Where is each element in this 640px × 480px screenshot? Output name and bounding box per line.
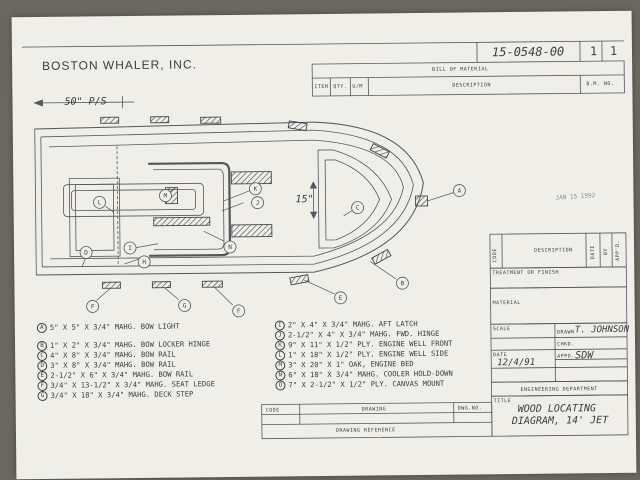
svg-text:I: I [128, 245, 132, 252]
callout-G [178, 299, 192, 312]
rev-appd-label: APP'D. [614, 239, 622, 261]
svg-text:L: L [98, 199, 102, 206]
technical-drawing: A B C D E F G F H I J K L M N [21, 40, 629, 440]
appd-value: SDW [575, 350, 594, 362]
callout-D [79, 246, 93, 259]
svg-text:G: G [183, 302, 187, 309]
svg-text:E: E [339, 295, 343, 302]
svg-text:D: D [84, 249, 88, 256]
treatment-label: TREATMENT OR FINISH [492, 269, 560, 277]
svg-text:N: N [228, 244, 232, 251]
department: ENGINEERING DEPARTMENT [520, 386, 598, 393]
appd-label: APPD. [557, 353, 575, 360]
title-label: TITLE [493, 398, 512, 405]
rev-date-label: DATE [590, 245, 597, 260]
drawing-sheet: BOSTON WHALER, INC. 15-0548-00 1 1 [11, 10, 637, 480]
svg-text:F: F [237, 308, 241, 315]
title-line-2: DIAGRAM, 14' JET [511, 415, 609, 428]
material-label: MATERIAL [492, 299, 521, 307]
svg-text:H: H [142, 259, 146, 266]
date-value: 12/4/91 [497, 357, 536, 369]
callout-H [137, 255, 151, 269]
svg-text:B: B [401, 280, 405, 287]
svg-text:F: F [91, 303, 95, 310]
svg-text:A: A [458, 188, 462, 195]
drawn-label: DRAWN [556, 329, 575, 336]
bom-col-item: ITEM [314, 83, 329, 91]
dimension-15: 15" [295, 194, 314, 206]
drawn-value: T. JOHNSON [574, 324, 630, 336]
callout-J [251, 196, 264, 210]
callout-M [159, 189, 172, 203]
rev-by-label: BY [603, 247, 610, 256]
callout-F2 [232, 304, 246, 318]
bom-col-um: U/M [352, 83, 363, 90]
ref-drawing-label: DRAWING [361, 406, 387, 413]
bom-col-description: DESCRIPTION [452, 82, 491, 89]
callout-F [86, 300, 100, 313]
callout-K [249, 182, 262, 196]
callout-C [351, 201, 365, 215]
bom-col-qty: QTY. [333, 83, 348, 90]
rev-description-label: DESCRIPTION [534, 247, 573, 254]
bom-title: BILL OF MATERIAL [432, 66, 489, 73]
svg-text:M: M [164, 193, 168, 200]
chkd-label: CHKD. [557, 341, 575, 348]
callout-L [93, 195, 106, 209]
svg-text:J: J [256, 200, 260, 207]
callout-E [334, 291, 347, 305]
scale-label: SCALE [492, 326, 511, 333]
rev-code-label: CODE [492, 248, 499, 263]
bom-col-bm-no: B.M. NO. [586, 80, 615, 88]
ref-code-label: CODE [265, 407, 280, 414]
ref-dwg-no-label: DWG.NO. [457, 405, 483, 412]
ref-caption: DRAWING REFERENCE [335, 427, 396, 434]
callout-I [123, 241, 137, 255]
callout-A [453, 184, 466, 197]
svg-text:K: K [254, 186, 258, 193]
svg-text:C: C [356, 205, 360, 212]
callout-B [396, 276, 409, 290]
callout-N [223, 240, 237, 254]
title-line-1: WOOD LOCATING [517, 403, 597, 415]
dimension-50: 50" P/S [64, 96, 107, 108]
